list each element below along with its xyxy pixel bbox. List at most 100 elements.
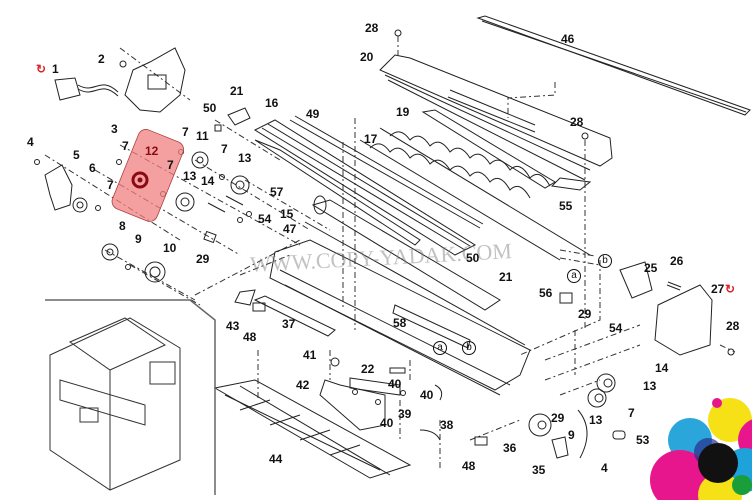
- callout-3: 3: [111, 122, 118, 136]
- part-46-rail: [476, 15, 751, 116]
- highlight-part-12: [111, 129, 184, 222]
- callout-7: 7: [167, 158, 174, 172]
- part-44-tray: [213, 379, 412, 479]
- callout-53: 53: [636, 433, 650, 447]
- callout-13: 13: [589, 413, 603, 427]
- connector-a: a: [567, 269, 581, 283]
- callout-13: 13: [238, 151, 252, 165]
- part-13-bushing: [230, 175, 250, 195]
- callout-14: 14: [655, 361, 669, 375]
- callout-21: 21: [499, 270, 513, 284]
- callout-37: 37: [282, 317, 296, 331]
- callout-54: 54: [609, 321, 623, 335]
- part-25-cover: [619, 261, 653, 299]
- callout-5: 5: [73, 148, 80, 162]
- callout-9: 9: [135, 232, 142, 246]
- part-54-washers: [237, 211, 252, 223]
- callout-29: 29: [196, 252, 210, 266]
- callout-16: 16: [265, 96, 279, 110]
- callout-1: 1: [52, 62, 59, 76]
- callout-43: 43: [226, 319, 240, 333]
- callout-4: 4: [601, 461, 608, 475]
- part-11-gear: [191, 151, 209, 169]
- rotate-icon: ↻: [725, 282, 736, 296]
- callout-13: 13: [183, 169, 197, 183]
- part-15-roller: [311, 195, 501, 311]
- part-47-rod: [304, 221, 526, 346]
- callout-56: 56: [539, 286, 553, 300]
- part-harness-2: [577, 409, 588, 459]
- callout-28: 28: [726, 319, 740, 333]
- connector-a: a: [433, 341, 447, 355]
- callout-7: 7: [221, 142, 228, 156]
- part-43-sheet: [234, 289, 256, 306]
- callout-50: 50: [203, 101, 217, 115]
- part-50-cap: [214, 124, 222, 132]
- part-5-plate: [44, 164, 73, 211]
- callout-19: 19: [396, 105, 410, 119]
- printer-inset: [49, 317, 181, 491]
- part-6-gear: [72, 197, 88, 213]
- part-2-screw: [119, 60, 127, 68]
- callout-10: 10: [163, 241, 177, 255]
- part-28-screws: [394, 29, 735, 356]
- callout-40: 40: [388, 377, 402, 391]
- callout-29: 29: [551, 411, 565, 425]
- callout-58: 58: [393, 316, 407, 330]
- connector-b: b: [598, 254, 612, 268]
- callout-46: 46: [561, 32, 575, 46]
- part-38-sheet: [434, 384, 443, 401]
- part-39-plate: [349, 377, 401, 396]
- part-40-screws: [352, 389, 406, 405]
- callout-2: 2: [98, 52, 105, 66]
- rotate-icon: ↻: [36, 62, 47, 76]
- part-21-lever: [227, 107, 251, 126]
- callout-26: 26: [670, 254, 684, 268]
- connector-b: b: [462, 341, 476, 355]
- part-36-knob: [528, 413, 552, 437]
- callout-39: 39: [398, 407, 412, 421]
- part-13-bushing-4: [587, 388, 607, 408]
- part-29-clip: [203, 230, 217, 244]
- callout-48: 48: [243, 330, 257, 344]
- part-35-bracket: [551, 436, 569, 459]
- part-41-spring: [330, 357, 340, 367]
- callout-28: 28: [570, 115, 584, 129]
- callout-40: 40: [420, 388, 434, 402]
- callout-22: 22: [361, 362, 375, 376]
- callout-40: 40: [380, 416, 394, 430]
- part-16-roller: [253, 119, 477, 256]
- callout-7: 7: [182, 125, 189, 139]
- part-42-guide: [319, 379, 386, 431]
- callout-12: 12: [145, 144, 159, 158]
- callout-14: 14: [201, 174, 215, 188]
- part-27-housing: [654, 284, 713, 356]
- callout-49: 49: [306, 107, 320, 121]
- callout-38: 38: [440, 418, 454, 432]
- part-1-harness: [54, 77, 119, 101]
- callout-6: 6: [89, 161, 96, 175]
- callout-4: 4: [27, 135, 34, 149]
- callout-7: 7: [628, 406, 635, 420]
- callout-44: 44: [269, 452, 283, 466]
- part-57-guide: [254, 139, 421, 246]
- part-53-roller: [612, 430, 626, 440]
- callout-28: 28: [365, 21, 379, 35]
- part-harness: [419, 429, 441, 441]
- callout-55: 55: [559, 199, 573, 213]
- callout-8: 8: [119, 219, 126, 233]
- part-3-bracket: [124, 47, 186, 113]
- part-48-block-2: [474, 436, 488, 446]
- part-56-block: [559, 292, 573, 304]
- callout-27: 27: [711, 282, 725, 296]
- callout-7: 7: [122, 139, 129, 153]
- callout-20: 20: [360, 50, 374, 64]
- part-8-gear: [101, 243, 119, 261]
- callout-13: 13: [643, 379, 657, 393]
- part-19-plate: [421, 109, 556, 189]
- inset-frame: [45, 299, 216, 495]
- part-14-screws: [207, 195, 244, 213]
- main-frame-37: [253, 239, 531, 396]
